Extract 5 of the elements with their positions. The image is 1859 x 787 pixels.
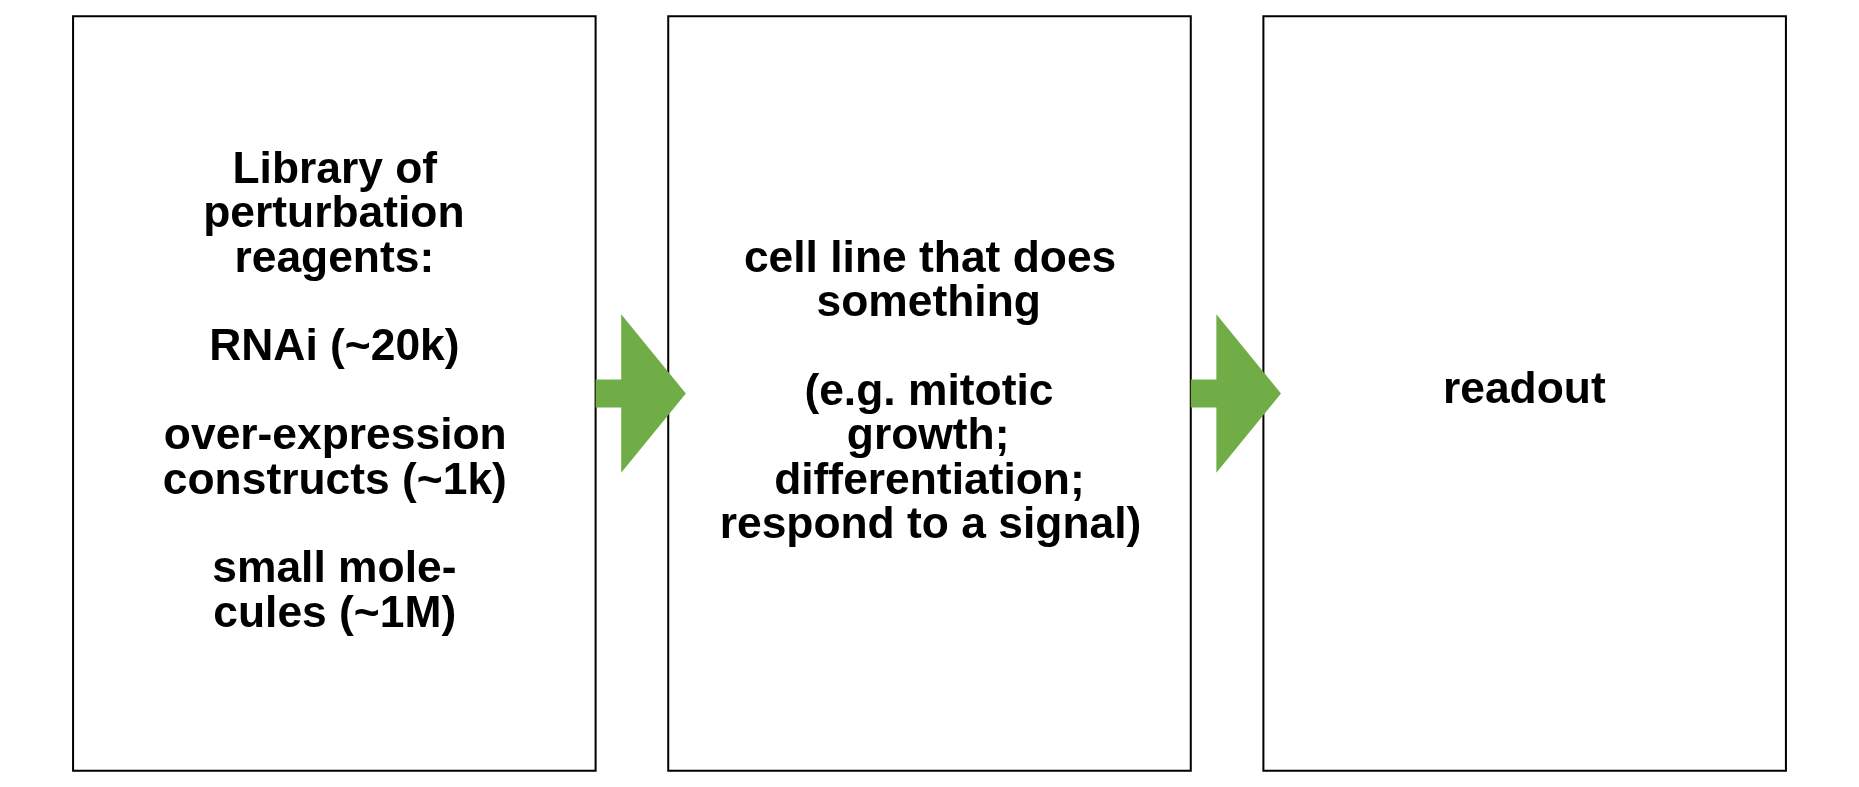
node-box: cell line that does something (e.g. mitotic growth; differentiation; respond to a signal) — [667, 15, 1192, 772]
arrow — [595, 314, 686, 473]
node-box: Library of perturbation reagents: RNAi (~20k) over-expression constructs (~1k) small mole- cules (~1M) — [72, 15, 597, 772]
node-box: readout — [1262, 15, 1787, 772]
arrow — [1190, 314, 1281, 473]
